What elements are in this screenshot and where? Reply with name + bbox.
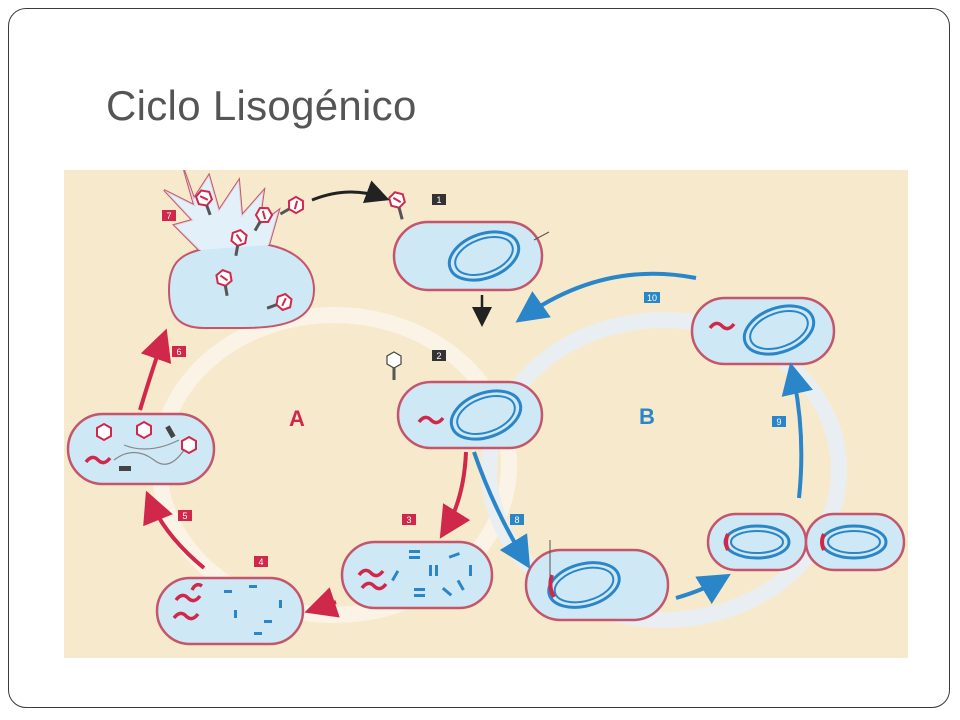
step-number: 2 (436, 351, 441, 361)
step-badge-9: 9 (772, 416, 786, 427)
released-phage (266, 292, 293, 312)
cell-step-9-left (706, 512, 808, 572)
cell-step-5 (66, 412, 216, 486)
arrow-3-to-4 (304, 587, 340, 618)
released-phage (230, 228, 248, 256)
step-badge-5: 5 (178, 510, 192, 521)
arrow-5-to-6 (138, 328, 172, 411)
released-phage (253, 207, 274, 232)
cycle-b-label: B (639, 404, 655, 429)
arrow-4-to-5 (143, 490, 206, 570)
step-number: 9 (776, 417, 781, 427)
step-number: 6 (176, 347, 181, 357)
released-phage (215, 268, 233, 296)
cycle-a-label: A (289, 406, 305, 431)
arrow-7-to-1 (311, 180, 390, 203)
released-phage (279, 195, 304, 216)
empty-phage (386, 351, 402, 380)
bursting-cell (163, 169, 316, 329)
step-badge-3: 3 (402, 514, 416, 525)
cell-step-8 (524, 540, 670, 622)
arrow-9-to-10 (781, 362, 813, 499)
step-number: 3 (406, 515, 411, 525)
step-badge-8: 8 (510, 514, 524, 525)
cell-step-10 (690, 296, 836, 366)
cell-step-3 (340, 540, 494, 610)
released-phage (194, 189, 214, 216)
step-number: 7 (166, 211, 171, 221)
step-badge-1: 1 (432, 194, 446, 205)
arrow-2-to-3 (439, 451, 471, 539)
step-number: 1 (436, 195, 441, 205)
step-number: 4 (258, 557, 263, 567)
arrow-8-to-9 (675, 573, 731, 605)
step-badge-4: 4 (254, 556, 268, 567)
step-badge-2: 2 (432, 350, 446, 361)
cell-step-4 (155, 576, 305, 646)
cell-step-1 (392, 220, 550, 292)
cycle-b-ring (481, 312, 847, 628)
step-number: 10 (647, 293, 657, 303)
arrow-10-to-2 (515, 271, 697, 323)
cell-step-2 (396, 380, 544, 450)
step-badge-7: 7 (162, 210, 176, 221)
arrow-2-to-8 (472, 451, 531, 569)
step-badge-10: 10 (644, 292, 660, 303)
page-title: Ciclo Lisogénico (106, 82, 417, 129)
step-badge-6: 6 (172, 346, 186, 357)
cell-step-9-right (804, 512, 906, 572)
step-number: 8 (514, 515, 519, 525)
step-number: 5 (182, 511, 187, 521)
lysogenic-cycle-diagram: A B 1 2 3 4 5 6 7 8 9 10 (64, 169, 908, 658)
